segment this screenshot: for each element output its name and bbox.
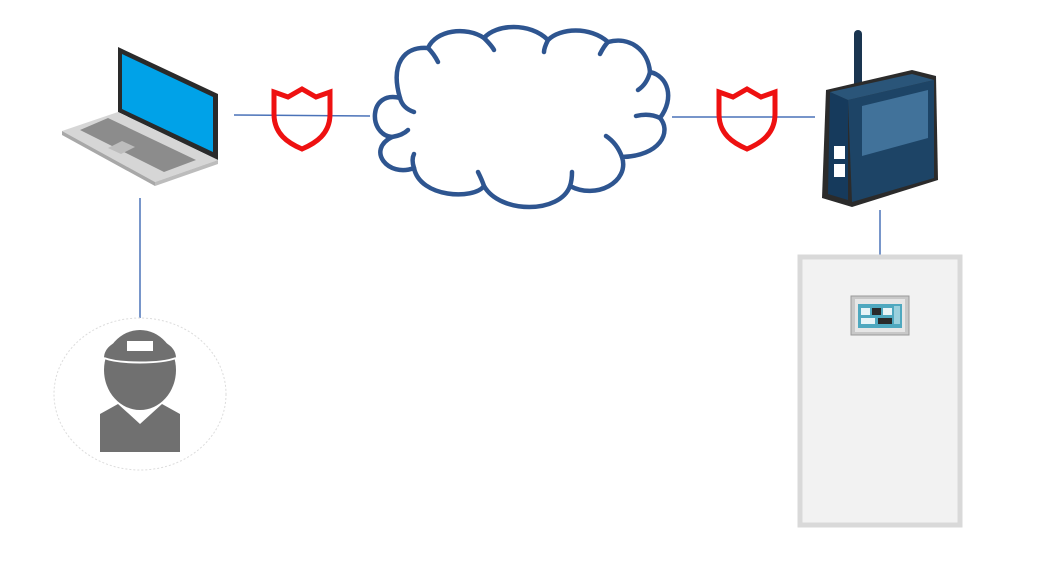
connector-laptop-cloud: [233, 114, 371, 117]
connectors: [139, 114, 881, 318]
laptop-icon: [62, 47, 218, 186]
shield-icon-right: [716, 86, 778, 152]
touch-panel-icon: [850, 295, 910, 336]
shield-icon-left: [271, 86, 333, 152]
user-icon: [53, 317, 227, 471]
router-icon: [822, 30, 938, 207]
cloud-icon: [372, 24, 671, 210]
